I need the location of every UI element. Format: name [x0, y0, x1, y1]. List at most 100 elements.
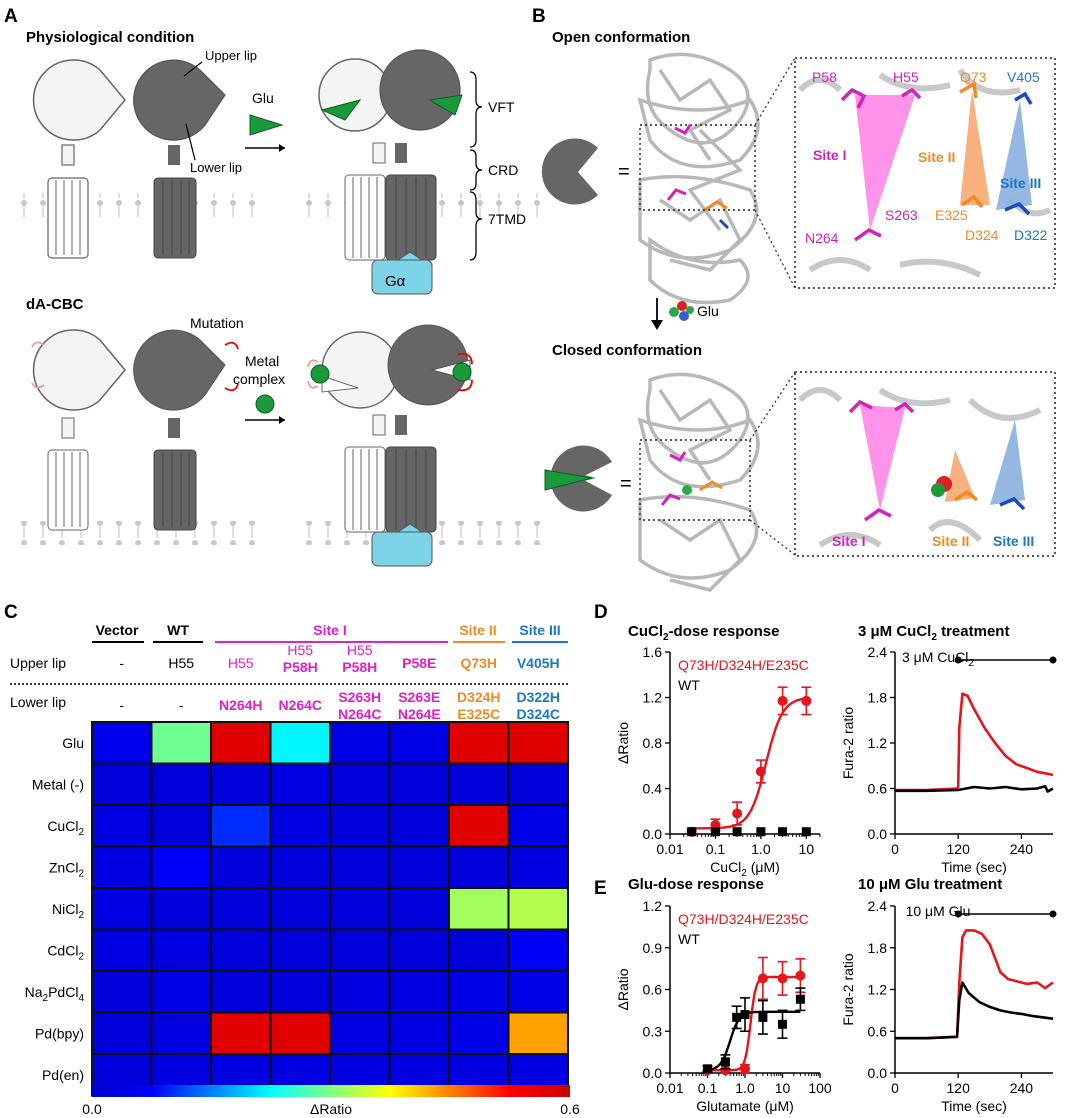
heatmap-cell-r1-c2 [210, 762, 272, 806]
site1-open-label: Site I [813, 147, 846, 163]
row-label-lower-lip: Lower lip [10, 694, 66, 710]
e-dose-wt-point-0 [703, 1064, 712, 1074]
panel-label-a: A [4, 6, 18, 27]
site2-open-triangle [960, 90, 990, 205]
metal-ion-green [931, 483, 945, 497]
col-3-lower: N264C [278, 697, 322, 713]
heatmap-cell-r3-c3 [269, 845, 331, 889]
colorbar-max: 0.6 [560, 1101, 580, 1117]
open-zoom-inset [794, 57, 1056, 289]
heatmap-cell-r6-c2 [210, 970, 272, 1014]
heatmap-cell-r0-c0 [91, 721, 153, 765]
e-right-title: 10 μM Glu treatment [858, 876, 1002, 893]
col-0-lower: - [119, 697, 124, 713]
heatmap-cell-r2-c0 [91, 804, 153, 848]
e-trace-xtick-label-1: 120 [947, 1080, 971, 1096]
e-trace-ytick-label-1: 0.6 [868, 1023, 888, 1039]
row-label-8: Pd(en) [42, 1067, 84, 1083]
e-trace-mutant-trace [895, 929, 1054, 1040]
colorbar-min: 0.0 [82, 1101, 102, 1117]
heatmap-cell-r1-c3 [269, 762, 331, 806]
receptor-dacbc-closed [307, 324, 473, 567]
label-7tmd: 7TMD [488, 211, 526, 227]
d-dose-ytick-label-1: 0.4 [643, 781, 663, 797]
arrow-upper-lip [183, 61, 203, 77]
d-dose-mutant-point-4 [777, 695, 788, 706]
heatmap-cell-r5-c6 [448, 928, 510, 972]
equals-open: = [618, 161, 630, 183]
open-zoom-lines [754, 57, 796, 289]
label-crd: CRD [488, 162, 518, 178]
heatmap-cell-r0-c7 [507, 721, 569, 765]
e-dose-wt-point-6 [795, 994, 805, 1004]
heatmap-cell-r4-c4 [329, 887, 391, 931]
heatmap-cell-r4-c0 [91, 887, 153, 931]
arrowhead-down [651, 320, 663, 330]
heatmap-cell-r3-c7 [507, 845, 569, 889]
site3-closed-triangle [990, 420, 1025, 505]
d-trace-ytick-label-4: 2.4 [868, 644, 888, 660]
e-dose-xtick-label-4: 100 [808, 1080, 832, 1096]
e-trace-xlabel: Time (sec) [941, 1098, 1007, 1114]
d-dose-wt-point-4 [778, 827, 788, 837]
glu-molecule-icon [669, 301, 694, 321]
heatmap-cell-r7-c3 [269, 1011, 331, 1055]
heatmap-cells [91, 721, 569, 1097]
label-vft: VFT [488, 99, 515, 115]
res-p58-open: P58 [812, 69, 837, 85]
panel-d: D CuCl2-dose response 3 μM CuCl2 treatme… [594, 602, 1057, 879]
row-label-6: Na2PdCl4 [25, 984, 85, 1004]
label-upper-lip: Upper lip [205, 48, 257, 63]
heatmap-cell-r5-c5 [388, 928, 450, 972]
d-dose-ylabel: ΔRatio [615, 722, 631, 764]
col-7-lower-1: D322H [516, 689, 560, 705]
d-dose-wt-point-1 [710, 827, 720, 837]
d-dose-ytick-label-3: 1.2 [643, 690, 663, 706]
heatmap-cell-r1-c7 [507, 762, 569, 806]
site2-closed-label: Site II [932, 533, 969, 549]
col-5-lower-2: N264E [398, 706, 441, 722]
open-structure-highlights [666, 124, 730, 230]
closed-inset-ribbons [797, 387, 1042, 548]
res-e325-open: E325 [935, 207, 968, 223]
heatmap-cell-r4-c3 [269, 887, 331, 931]
d-dose-ytick-label-2: 0.8 [643, 735, 663, 751]
d-trace-ytick-label-3: 1.8 [868, 690, 888, 706]
row-label-5: CdCl2 [47, 942, 84, 962]
col-4-lower-2: N264C [338, 706, 382, 722]
group-site2: Site II [459, 622, 496, 638]
d-trace-ytick-label-1: 0.6 [868, 781, 888, 797]
e-trace-ytick-label-0: 0.0 [868, 1065, 888, 1081]
row-label-0: Glu [62, 735, 84, 751]
d-trace-xtick-label-0: 0 [891, 841, 899, 857]
heatmap-cell-r6-c0 [91, 970, 153, 1014]
column-headers: --H55-H55N264HH55P58HN264CH55P58HS263HN2… [119, 642, 560, 722]
heatmap-cell-r1-c5 [388, 762, 450, 806]
open-domain-icon [541, 138, 598, 205]
d-trace-mutant-trace [895, 692, 1054, 792]
e-dose-wt-point-5 [778, 1019, 787, 1029]
panel-a: A Physiological condition Upper lip Lowe… [4, 6, 550, 567]
d-trace-treatment-start [954, 656, 962, 664]
heatmap-cell-r3-c0 [91, 845, 153, 889]
e-dose-mutant-point-4 [777, 973, 788, 984]
heatmap-cell-r4-c5 [388, 887, 450, 931]
d-treatment-label: 3 μM CuCl2 [902, 649, 974, 669]
arrowhead [279, 144, 285, 152]
res-v405-open: V405 [1007, 69, 1040, 85]
heatmap-cell-r0-c3 [269, 721, 331, 765]
heatmap-cell-r3-c2 [210, 845, 272, 889]
col-4-upper-2: P58H [342, 659, 377, 675]
d-dose-mutant-fit-curve [691, 697, 807, 830]
receptor-closed-pair [318, 49, 463, 295]
label-metal-complex-1: Metal [245, 353, 279, 369]
closed-structure-highlights [660, 451, 723, 506]
panel-label-e: E [594, 878, 607, 899]
heatmap-cell-r5-c2 [210, 928, 272, 972]
heatmap-cell-r7-c0 [91, 1011, 153, 1055]
e-left-title: Glu-dose response [628, 876, 764, 893]
heatmap-cell-r2-c2 [210, 804, 272, 848]
